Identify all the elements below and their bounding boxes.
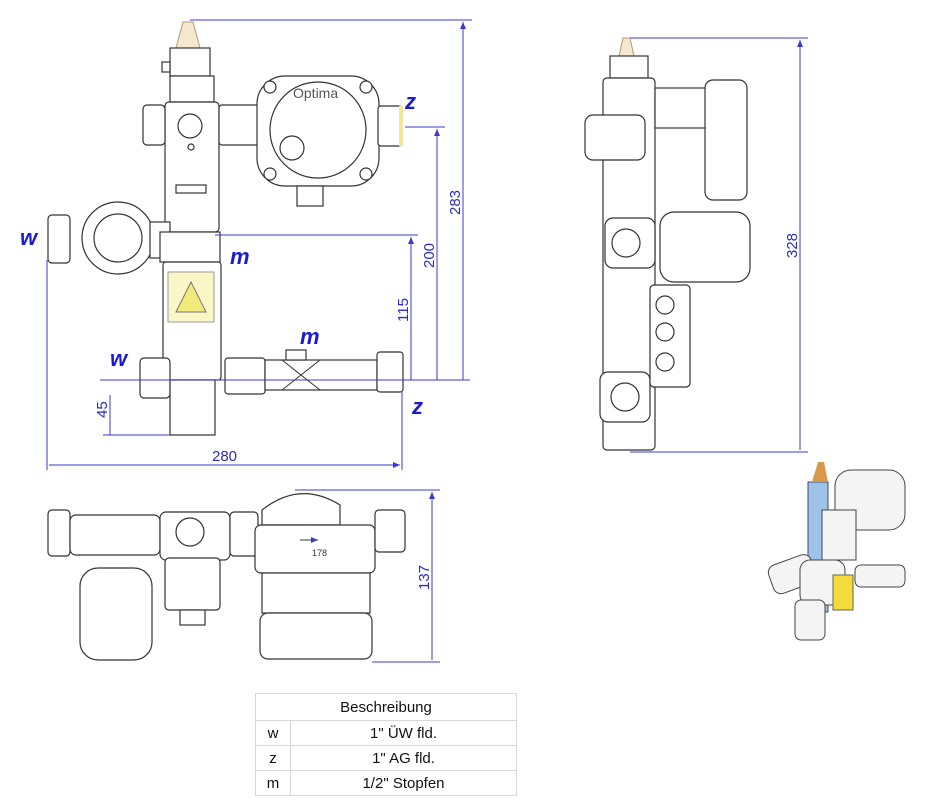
dim-200: 200 bbox=[421, 243, 438, 268]
legend-row: z 1" AG fld. bbox=[255, 745, 517, 771]
legend-key: m bbox=[255, 770, 291, 796]
label-z-lower: z bbox=[411, 394, 423, 419]
connection-labels: w m z m w z bbox=[20, 89, 423, 419]
label-m-upper: m bbox=[230, 244, 250, 269]
dim-137: 137 bbox=[416, 565, 433, 590]
dimension-lines bbox=[46, 19, 808, 663]
legend-description: 1" ÜW fld. bbox=[290, 720, 517, 746]
dim-328: 328 bbox=[784, 233, 801, 258]
legend-row: m 1/2" Stopfen bbox=[255, 770, 517, 796]
bottom-view: 178 bbox=[47, 493, 406, 661]
legend-description: 1" AG fld. bbox=[290, 745, 517, 771]
legend-key: z bbox=[255, 745, 291, 771]
pump-brand-label: Optima bbox=[293, 85, 338, 101]
legend-description: 1/2" Stopfen bbox=[290, 770, 517, 796]
front-view: Optima bbox=[47, 21, 404, 436]
dim-280: 280 bbox=[212, 448, 237, 465]
dim-283: 283 bbox=[447, 190, 464, 215]
dim-45: 45 bbox=[94, 401, 111, 418]
legend-table: Beschreibung w 1" ÜW fld. z 1" AG fld. m… bbox=[255, 693, 517, 796]
legend-key: w bbox=[255, 720, 291, 746]
label-m-lower: m bbox=[300, 324, 320, 349]
label-w-lower: w bbox=[110, 346, 129, 371]
legend-row: w 1" ÜW fld. bbox=[255, 720, 517, 746]
isometric-view bbox=[767, 462, 906, 641]
dim-115: 115 bbox=[395, 298, 412, 322]
flow-marking: 178 bbox=[312, 548, 327, 558]
label-w-left: w bbox=[20, 225, 39, 250]
legend-header-row: Beschreibung bbox=[255, 693, 517, 721]
side-view bbox=[584, 37, 751, 451]
dimension-labels: 283 200 115 45 280 328 137 bbox=[94, 190, 801, 590]
label-z-upper: z bbox=[404, 89, 416, 114]
legend-header: Beschreibung bbox=[255, 693, 517, 721]
